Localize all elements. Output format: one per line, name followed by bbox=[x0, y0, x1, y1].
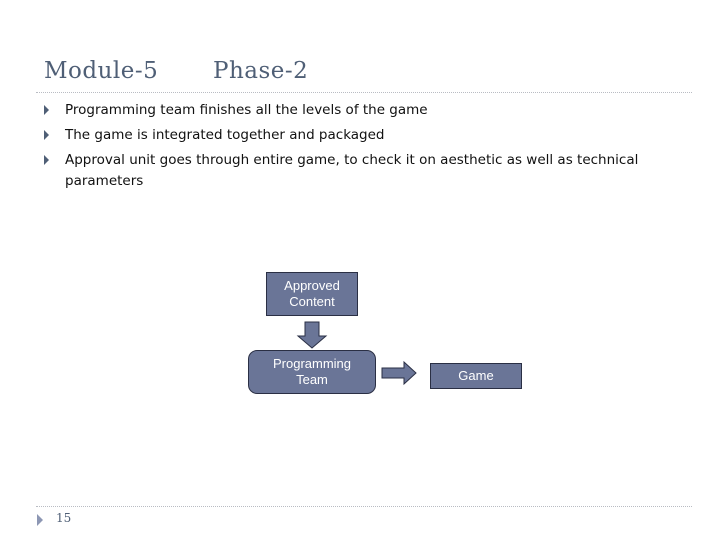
bullet-text: Approval unit goes through entire game, … bbox=[65, 152, 639, 189]
bullet-text: Programming team finishes all the levels… bbox=[65, 102, 428, 118]
down-arrow-icon bbox=[296, 321, 328, 349]
page-number: 15 bbox=[56, 511, 72, 525]
title-module: Module-5 bbox=[44, 58, 159, 84]
slide-title: Module-5 Phase-2 bbox=[44, 58, 308, 84]
footer-triangle-icon bbox=[37, 514, 43, 526]
bullet-arrow-icon bbox=[44, 105, 49, 115]
programming-team-box: Programming Team bbox=[248, 350, 376, 394]
right-arrow-icon bbox=[381, 360, 417, 386]
approved-content-label: Approved Content bbox=[284, 278, 340, 309]
game-label: Game bbox=[458, 368, 494, 383]
bullet-list: Programming team finishes all the levels… bbox=[44, 100, 644, 196]
bullet-text: The game is integrated together and pack… bbox=[65, 127, 385, 143]
title-divider bbox=[36, 92, 692, 93]
title-phase: Phase-2 bbox=[213, 58, 309, 84]
game-box: Game bbox=[430, 363, 522, 389]
bullet-arrow-icon bbox=[44, 130, 49, 140]
approved-content-box: Approved Content bbox=[266, 272, 358, 316]
bullet-item: Programming team finishes all the levels… bbox=[44, 100, 644, 121]
footer-divider bbox=[36, 506, 692, 507]
bullet-item: The game is integrated together and pack… bbox=[44, 125, 644, 146]
bullet-arrow-icon bbox=[44, 155, 49, 165]
programming-team-label: Programming Team bbox=[272, 356, 352, 387]
bullet-item: Approval unit goes through entire game, … bbox=[44, 150, 644, 192]
